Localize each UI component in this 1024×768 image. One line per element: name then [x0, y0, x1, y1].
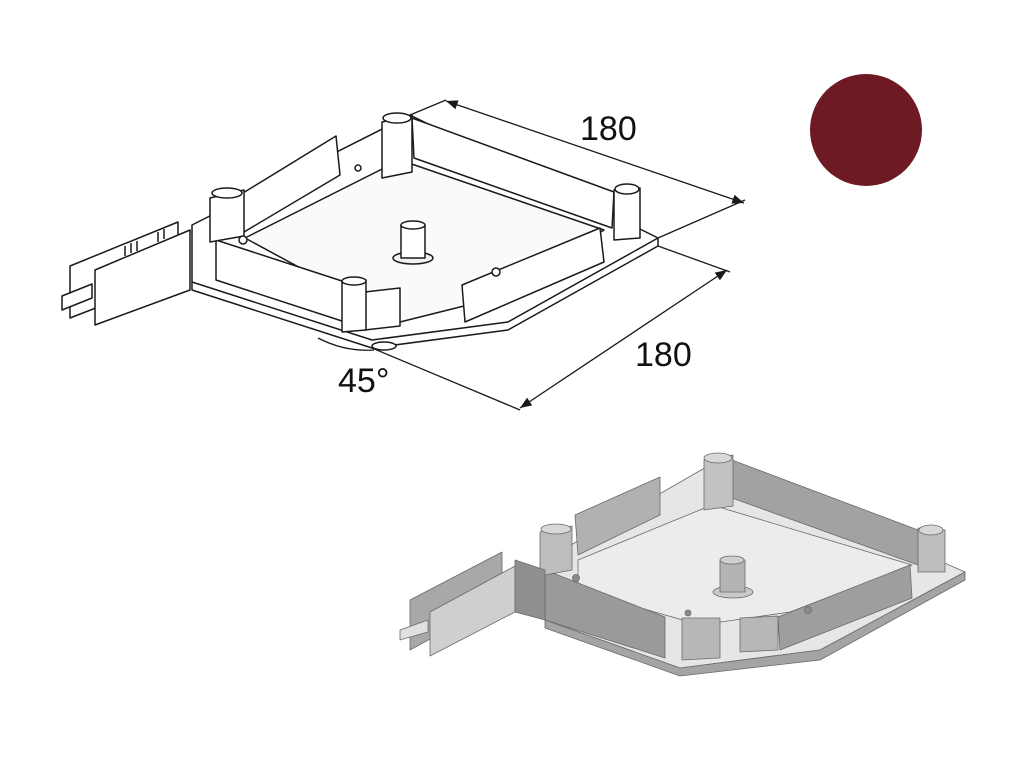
dimension-label-a: 180	[580, 110, 637, 148]
dimension-label-b: 180	[635, 336, 692, 374]
post-right	[613, 187, 641, 241]
color-swatch	[810, 74, 922, 186]
angle-label: 45°	[338, 362, 389, 400]
dimension-arrow-a	[445, 100, 745, 204]
render-wall-front-right	[777, 564, 913, 651]
shaded-render	[399, 452, 966, 677]
dimension-lines	[317, 99, 746, 411]
render-wall-back-left	[574, 476, 661, 556]
dimension-arrow-b	[519, 269, 728, 409]
angle-arc	[317, 337, 375, 351]
post-back	[381, 114, 413, 179]
render-central-spindle	[719, 559, 746, 593]
line-drawing	[61, 112, 659, 351]
post-front	[341, 279, 367, 333]
central-spindle	[400, 224, 426, 259]
